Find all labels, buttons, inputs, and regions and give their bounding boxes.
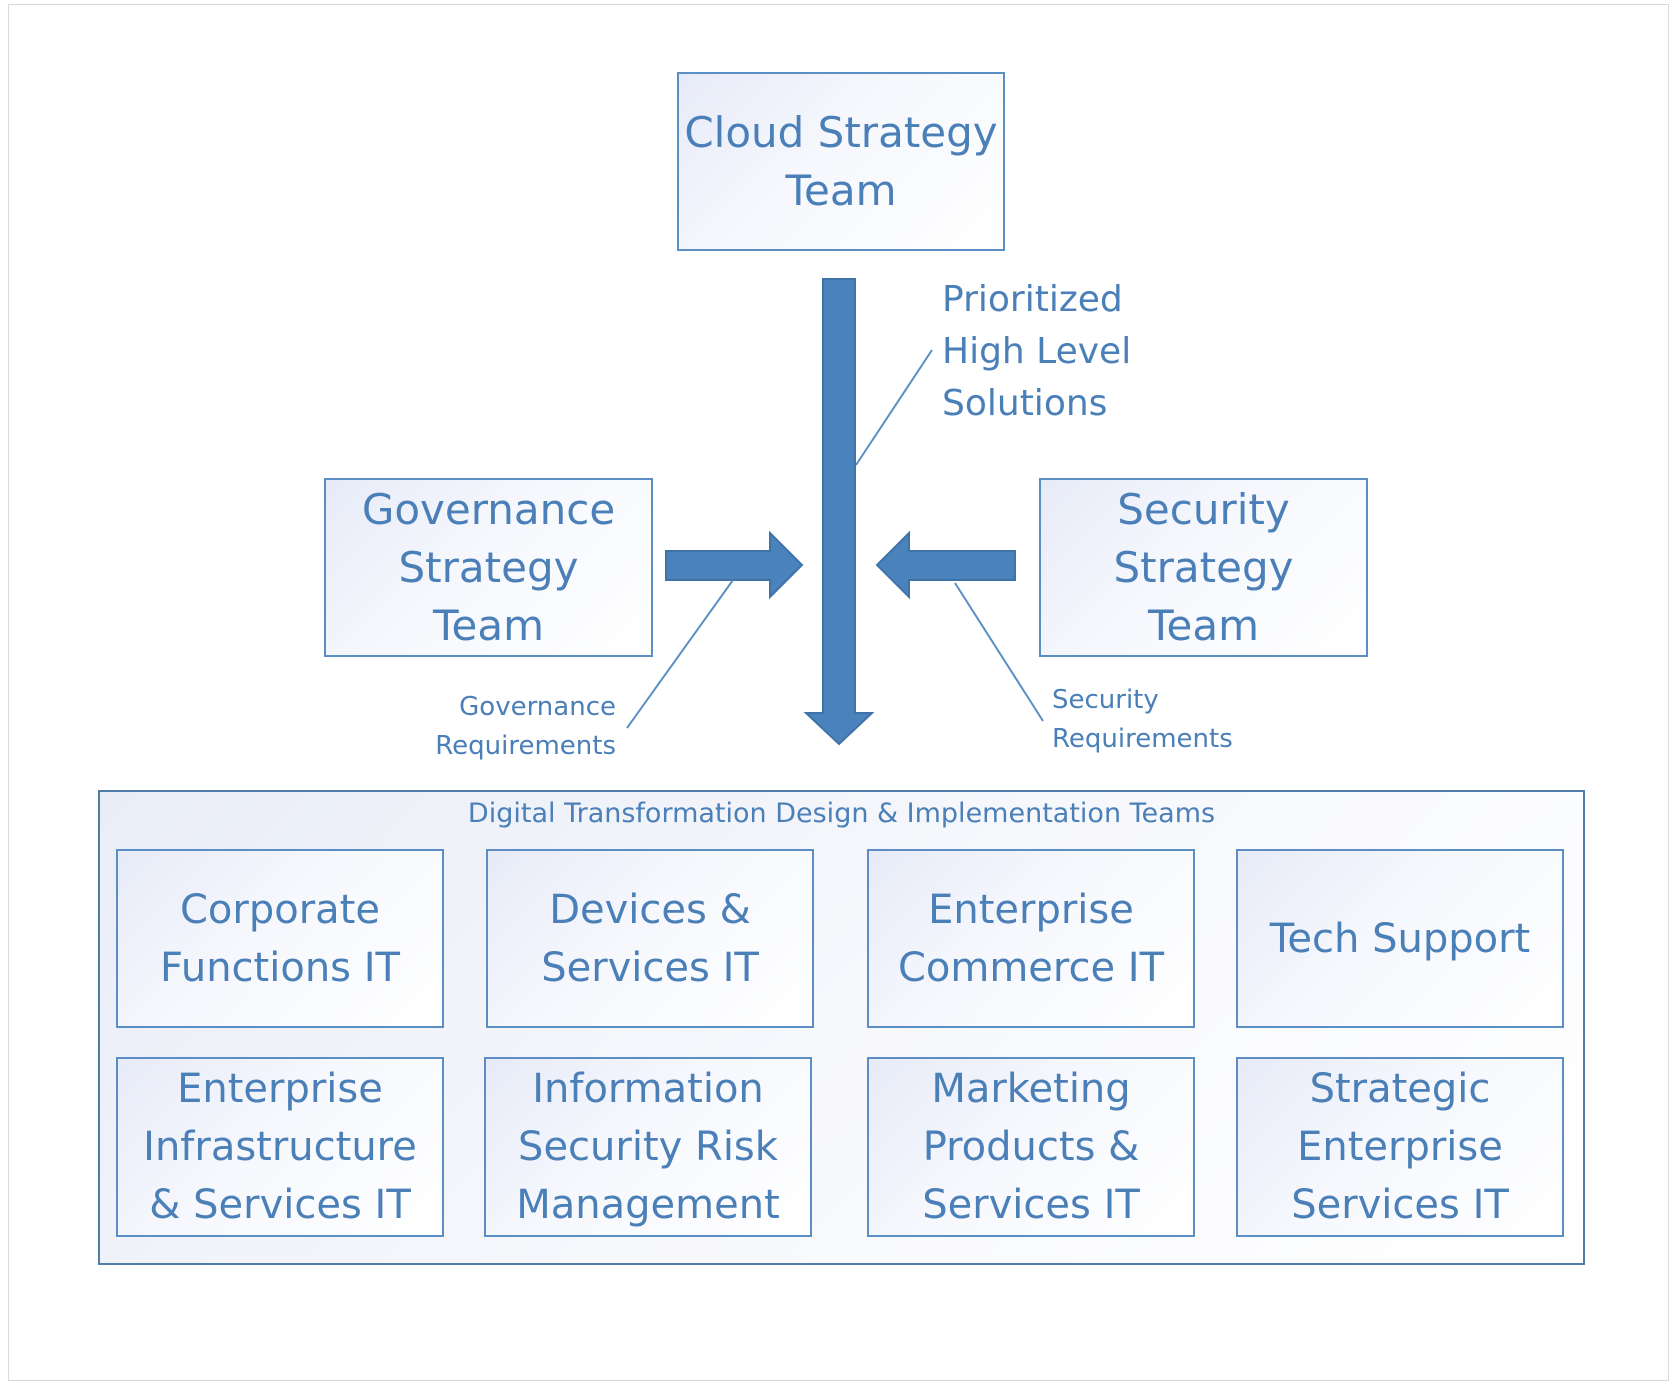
callout-line-governance [626,579,734,729]
team-label: Enterprise Infrastructure & Services IT [143,1066,417,1228]
team-enterprise-infrastructure-services-it: Enterprise Infrastructure & Services IT [116,1057,444,1237]
down-arrow [803,278,875,746]
governance-requirements-label: Governance Requirements [435,692,616,761]
right-arrow [665,530,804,600]
cloud-strategy-team-label: Cloud Strategy Team [684,107,998,215]
team-devices-services-it: Devices & Services IT [486,849,814,1028]
team-enterprise-commerce-it: Enterprise Commerce IT [867,849,1195,1028]
left-arrow [875,530,1016,600]
team-label: Strategic Enterprise Services IT [1291,1066,1509,1228]
team-label: Marketing Products & Services IT [922,1066,1140,1228]
callout-line-security [954,582,1044,722]
team-label: Enterprise Commerce IT [897,886,1165,991]
governance-strategy-team-box: Governance Strategy Team [324,478,653,657]
callout-line-prioritized [855,349,933,466]
team-label: Tech Support [1269,915,1531,962]
security-strategy-team-label: Security Strategy Team [1113,484,1294,650]
prioritized-solutions-label: Prioritized High Level Solutions [942,279,1132,424]
team-label: Information Security Risk Management [516,1066,780,1228]
team-marketing-products-services-it: Marketing Products & Services IT [867,1057,1195,1237]
diagram-frame [8,4,1669,1381]
container-title: Digital Transformation Design & Implemen… [467,798,1216,829]
team-strategic-enterprise-services-it: Strategic Enterprise Services IT [1236,1057,1564,1237]
cloud-strategy-team-box: Cloud Strategy Team [677,72,1005,251]
team-corporate-functions-it: Corporate Functions IT [116,849,444,1028]
governance-strategy-team-label: Governance Strategy Team [361,484,616,650]
team-tech-support: Tech Support [1236,849,1564,1028]
team-label: Corporate Functions IT [160,886,400,991]
team-label: Devices & Services IT [541,886,759,991]
security-strategy-team-box: Security Strategy Team [1039,478,1368,657]
security-requirements-label: Security Requirements [1052,685,1233,754]
team-information-security-risk-management: Information Security Risk Management [484,1057,812,1237]
